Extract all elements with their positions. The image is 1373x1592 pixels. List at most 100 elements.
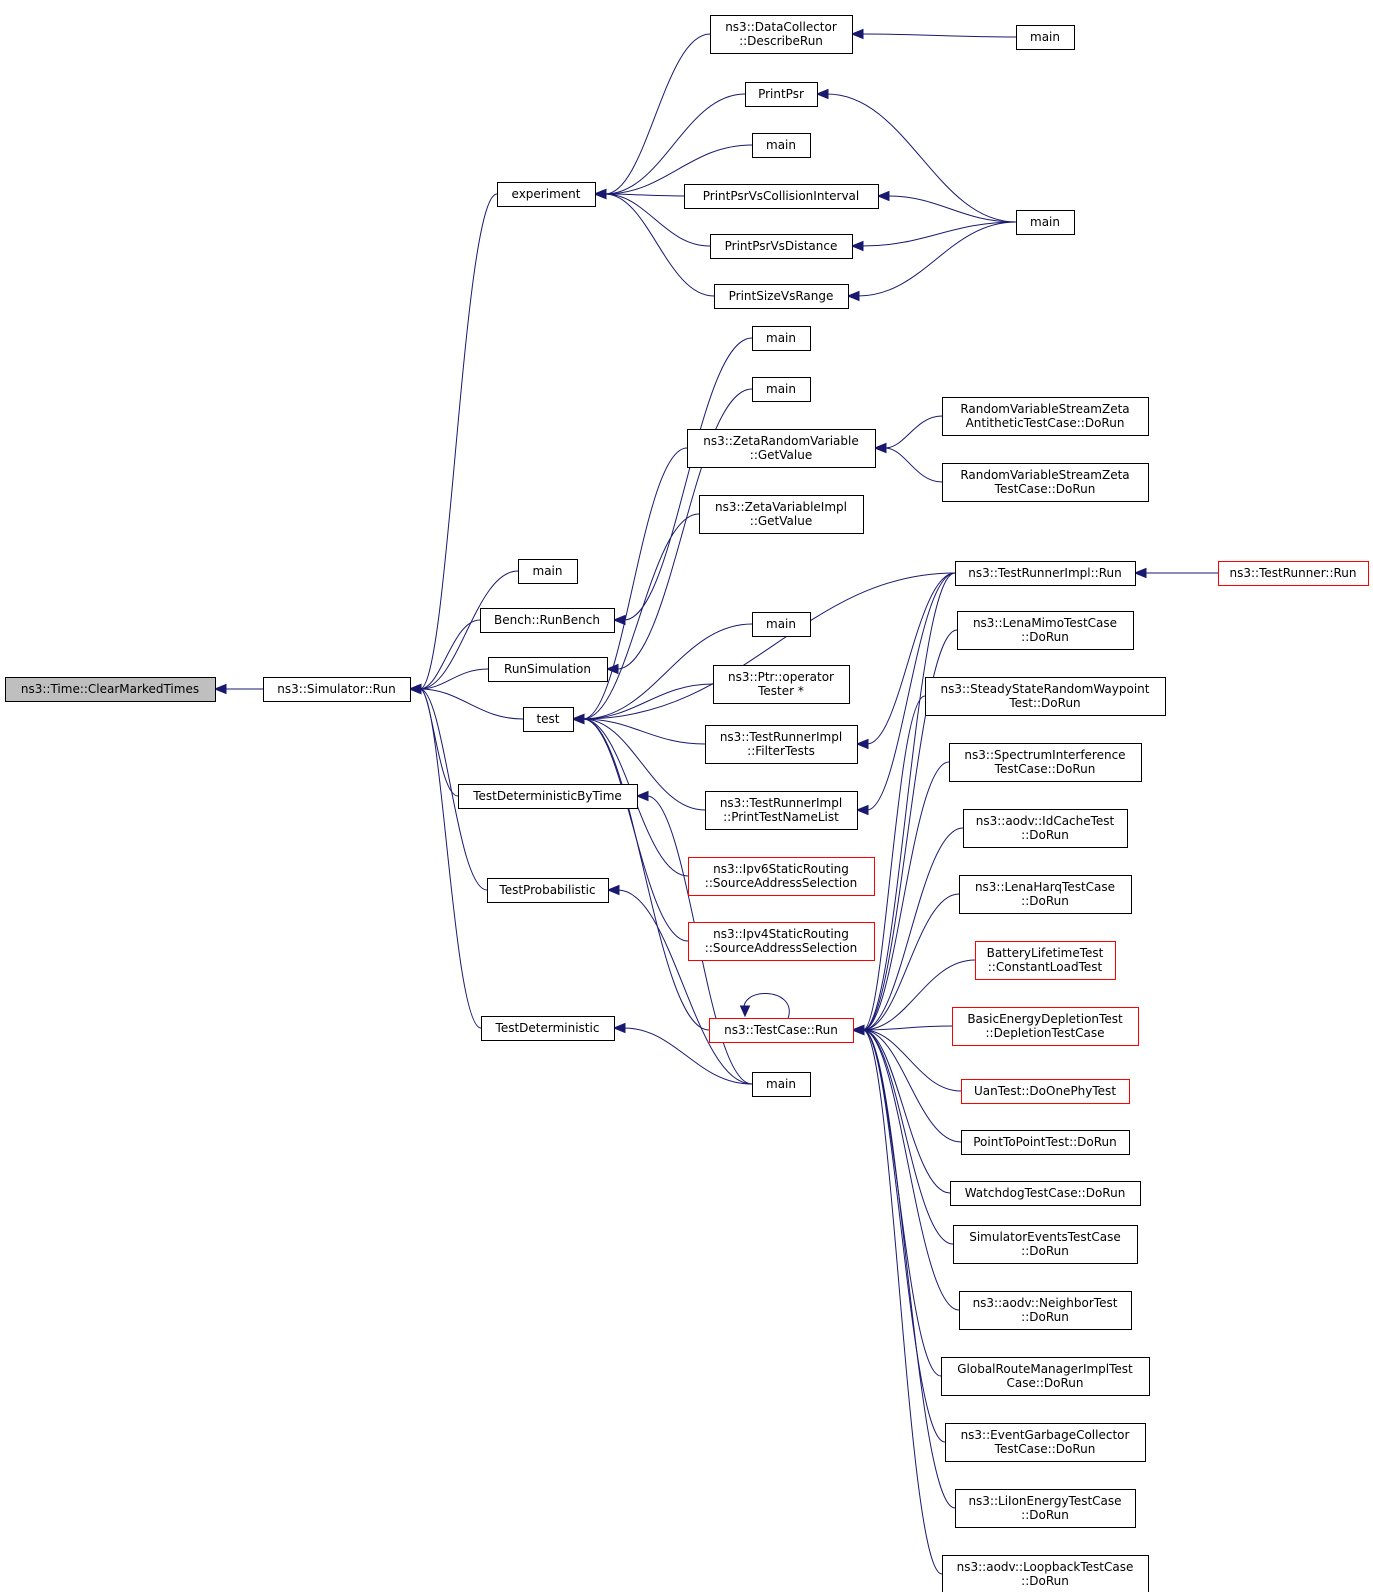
node-label: ns3::TestRunner::Run <box>1229 566 1356 580</box>
node-label: TestDeterministic <box>495 1021 600 1035</box>
node-label: ns3::DataCollector <box>725 20 837 34</box>
node-n49[interactable]: ns3::aodv::LoopbackTestCase::DoRun <box>942 1555 1149 1592</box>
node-n3[interactable]: main <box>518 559 578 584</box>
node-n11[interactable]: PrintPsr <box>745 82 818 107</box>
node-n13[interactable]: PrintPsrVsCollisionInterval <box>684 184 879 209</box>
node-n24[interactable]: ns3::TestRunnerImpl::FilterTests <box>705 725 858 764</box>
node-label: SimulatorEventsTestCase <box>969 1230 1121 1244</box>
arrowhead <box>873 442 887 454</box>
node-n9[interactable]: TestDeterministic <box>481 1016 615 1041</box>
node-n6[interactable]: test <box>523 707 574 732</box>
node-n25[interactable]: ns3::TestRunnerImpl::PrintTestNameList <box>705 791 858 830</box>
node-n22[interactable]: main <box>752 612 811 637</box>
node-n14[interactable]: PrintPsrVsDistance <box>710 234 853 259</box>
node-box <box>710 234 853 259</box>
node-n37[interactable]: ns3::aodv::IdCacheTest::DoRun <box>963 809 1128 848</box>
node-label: WatchdogTestCase::DoRun <box>965 1186 1126 1200</box>
node-n45[interactable]: ns3::aodv::NeighborTest::DoRun <box>959 1291 1132 1330</box>
arrowhead <box>855 738 869 750</box>
node-n27[interactable]: ns3::Ipv4StaticRouting::SourceAddressSel… <box>688 922 875 961</box>
node-n7[interactable]: TestDeterministicByTime <box>458 784 638 809</box>
arrowhead <box>593 188 607 200</box>
node-label: AntitheticTestCase::DoRun <box>966 416 1125 430</box>
node-label: ::DescribeRun <box>739 34 823 48</box>
node-n35[interactable]: ns3::SteadyStateRandomWaypointTest::DoRu… <box>925 677 1166 716</box>
node-n19[interactable]: main <box>752 377 811 402</box>
node-label: ::DoRun <box>1021 630 1069 644</box>
node-label: Tester * <box>757 684 804 698</box>
edge-n49-n28 <box>851 1024 943 1575</box>
node-n34[interactable]: ns3::LenaMimoTestCase::DoRun <box>957 611 1134 650</box>
node-n26[interactable]: ns3::Ipv6StaticRouting::SourceAddressSel… <box>688 857 875 896</box>
node-n21[interactable]: ns3::ZetaVariableImpl::GetValue <box>699 495 864 534</box>
node-n5[interactable]: RunSimulation <box>488 657 608 682</box>
edge-line <box>419 688 488 891</box>
node-label: ns3::TestRunnerImpl <box>720 796 842 810</box>
edge-line <box>862 1029 956 1509</box>
node-n4[interactable]: Bench::RunBench <box>480 608 615 633</box>
node-n10[interactable]: ns3::DataCollector::DescribeRun <box>710 15 853 54</box>
edge-line <box>582 718 706 811</box>
node-box <box>957 611 1134 650</box>
node-box <box>953 1225 1138 1264</box>
node-label: ns3::ZetaVariableImpl <box>715 500 847 514</box>
node-label: ::DepletionTestCase <box>985 1026 1104 1040</box>
node-n8[interactable]: TestProbabilistic <box>487 878 609 903</box>
node-label: ns3::ZetaRandomVariable <box>703 434 859 448</box>
edge-line <box>582 683 714 720</box>
node-n32[interactable]: ns3::TestRunnerImpl::Run <box>955 561 1136 586</box>
node-n38[interactable]: ns3::LenaHarqTestCase::DoRun <box>959 875 1132 914</box>
edge-line <box>604 193 685 197</box>
node-n18[interactable]: main <box>752 326 811 351</box>
node-n42[interactable]: PointToPointTest::DoRun <box>961 1130 1130 1155</box>
node-n15[interactable]: PrintSizeVsRange <box>714 284 849 309</box>
node-label: main <box>766 1077 796 1091</box>
node-n33[interactable]: ns3::TestRunner::Run <box>1218 561 1369 586</box>
node-label: PrintSizeVsRange <box>729 289 834 303</box>
node-box <box>952 1007 1139 1046</box>
node-n17[interactable]: main <box>1016 210 1075 235</box>
edge-line <box>861 33 1017 38</box>
edge-line <box>419 668 489 690</box>
node-n48[interactable]: ns3::LiIonEnergyTestCase::DoRun <box>955 1489 1136 1528</box>
node-n41[interactable]: UanTest::DoOnePhyTest <box>961 1079 1130 1104</box>
node-box <box>752 133 811 158</box>
arrowhead <box>408 683 422 695</box>
edge-line <box>604 93 746 195</box>
arrowhead <box>850 240 864 252</box>
node-n39[interactable]: BatteryLifetimeTest::ConstantLoadTest <box>975 941 1116 980</box>
node-box <box>945 1423 1146 1462</box>
node-n20[interactable]: ns3::ZetaRandomVariable::GetValue <box>687 429 876 468</box>
node-n30[interactable]: RandomVariableStreamZetaAntitheticTestCa… <box>942 397 1149 436</box>
edge-n1-n0 <box>213 683 263 695</box>
edge-n27-n6 <box>571 713 689 942</box>
edge-line <box>419 619 481 690</box>
node-n2[interactable]: experiment <box>497 182 596 207</box>
arrowhead <box>850 28 864 40</box>
node-box <box>523 707 574 732</box>
node-label: ns3::LiIonEnergyTestCase <box>968 1494 1121 1508</box>
node-label: ns3::SteadyStateRandomWaypoint <box>941 682 1150 696</box>
node-n44[interactable]: SimulatorEventsTestCase::DoRun <box>953 1225 1138 1264</box>
node-box <box>959 1291 1132 1330</box>
node-n43[interactable]: WatchdogTestCase::DoRun <box>950 1181 1141 1206</box>
edge-n29-n8 <box>606 884 753 1085</box>
node-n12[interactable]: main <box>752 133 811 158</box>
node-box <box>942 397 1149 436</box>
node-n16[interactable]: main <box>1016 25 1075 50</box>
edge-n23-n6 <box>571 683 714 725</box>
edge-n7-n1 <box>408 683 459 797</box>
node-n1[interactable]: ns3::Simulator::Run <box>263 677 411 702</box>
edge-n18-n4 <box>612 337 753 626</box>
node-n40[interactable]: BasicEnergyDepletionTest::DepletionTestC… <box>952 1007 1139 1046</box>
node-n29[interactable]: main <box>752 1072 811 1097</box>
node-box <box>263 677 411 702</box>
node-n28[interactable]: ns3::TestCase::Run <box>709 1018 854 1043</box>
node-n47[interactable]: ns3::EventGarbageCollectorTestCase::DoRu… <box>945 1423 1146 1462</box>
node-label: main <box>766 331 796 345</box>
node-n0[interactable]: ns3::Time::ClearMarkedTimes <box>5 677 216 702</box>
